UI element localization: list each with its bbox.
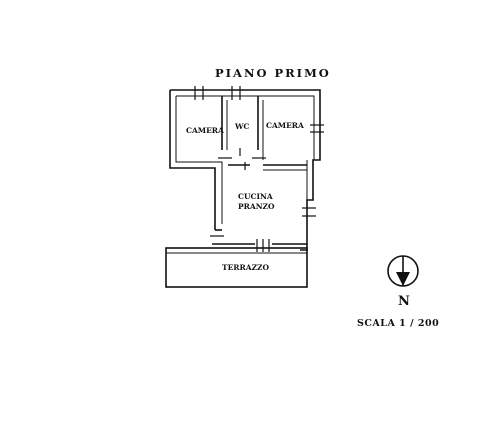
door-marks [210, 148, 266, 237]
room-label-pranzo: PRANZO [238, 202, 275, 211]
room-label-camera-right: CAMERA [266, 121, 304, 130]
room-label-camera-left: CAMERA [186, 126, 224, 135]
room-label-wc: WC [234, 122, 249, 131]
room-label-terrazzo: TERRAZZO [222, 263, 270, 272]
scale-label: SCALA 1 / 200 [357, 318, 439, 329]
terrace [165, 247, 308, 288]
north-label: N [398, 294, 410, 309]
north-arrow-icon [387, 255, 419, 287]
plan-title: PIANO PRIMO [215, 66, 331, 80]
window-marks [194, 86, 324, 252]
interior-walls [221, 96, 307, 171]
room-label-cucina: CUCINA [238, 192, 273, 201]
